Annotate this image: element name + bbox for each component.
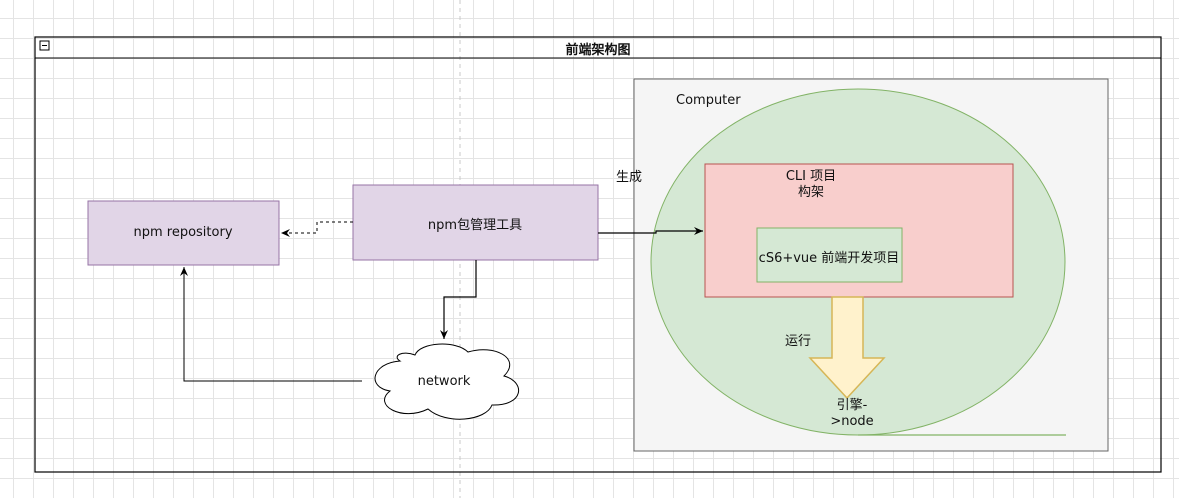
npm-manager-label: npm包管理工具 bbox=[427, 218, 523, 233]
computer-label: Computer bbox=[676, 93, 741, 108]
diagram-title: 前端架构图 bbox=[565, 43, 631, 58]
edge-network-to-repository[interactable] bbox=[180, 267, 362, 382]
edge-generate[interactable] bbox=[598, 227, 703, 235]
npm-repository-box[interactable] bbox=[87, 200, 280, 266]
es6-vue-label: cS6+vue 前端开发项目 bbox=[758, 251, 900, 266]
run-arrow-shape[interactable] bbox=[808, 296, 886, 400]
engine-label: 引擎->node bbox=[830, 398, 874, 429]
generate-label: 生成 bbox=[616, 170, 643, 185]
npm-manager-box[interactable] bbox=[352, 184, 599, 261]
cli-label: CLI 项目构架 bbox=[785, 169, 837, 200]
network-cloud[interactable] bbox=[374, 343, 520, 420]
es6-vue-box[interactable] bbox=[756, 227, 903, 283]
container-pool[interactable] bbox=[34, 36, 1162, 473]
collapse-icon[interactable] bbox=[39, 40, 50, 51]
edge-manager-to-repository[interactable] bbox=[281, 221, 353, 237]
network-label: network bbox=[417, 374, 471, 389]
npm-repository-label: npm repository bbox=[133, 225, 233, 240]
run-label: 运行 bbox=[785, 334, 812, 349]
edge-manager-to-network[interactable] bbox=[440, 260, 477, 339]
